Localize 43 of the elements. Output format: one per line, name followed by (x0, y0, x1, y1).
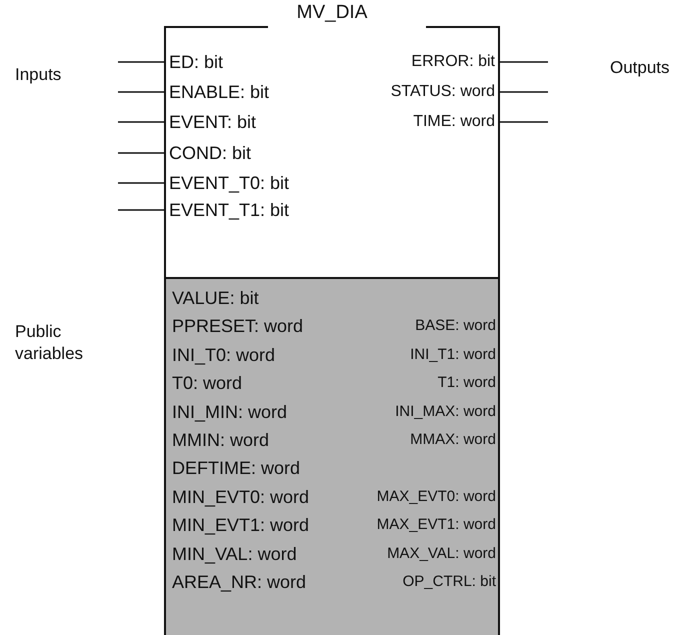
variable-label: MIN_EVT0: word (172, 486, 310, 508)
input-pin-label: ENABLE: bit (166, 81, 270, 103)
pin-line (118, 182, 164, 184)
pin-line (118, 209, 164, 211)
input-pin-label: EVENT_T0: bit (166, 172, 290, 194)
variable-label: INI_MIN: word (172, 400, 288, 423)
variable-label: MMIN: word (172, 429, 270, 451)
variable-label: OP_CTRL: bit (402, 572, 496, 592)
variable-label: INI_T1: word (410, 344, 496, 365)
side-label: Outputs (610, 57, 670, 79)
variable-label: AREA_NR: word (172, 571, 306, 593)
side-label: Public variables (15, 321, 84, 365)
variable-label: INI_MAX: word (395, 402, 496, 422)
input-pin-label: EVENT_T1: bit (166, 199, 290, 221)
variable-label: MMAX: word (410, 430, 496, 450)
pin-line (118, 61, 164, 63)
input-pin-label: ED: bit (166, 51, 224, 73)
pin-line (118, 152, 164, 154)
variable-label: MIN_EVT1: word (172, 514, 310, 536)
pin-line (500, 121, 548, 123)
pin-line (118, 121, 164, 123)
pin-line (118, 91, 164, 93)
variable-label: VALUE: bit (172, 287, 259, 309)
block-title: MV_DIA (296, 2, 368, 24)
variable-label: PPRESET: word (172, 315, 304, 338)
input-pin-label: EVENT: bit (166, 111, 256, 133)
variable-label: MIN_VAL: word (172, 542, 297, 565)
variable-label: MAX_EVT0: word (376, 486, 496, 507)
pin-line (500, 91, 548, 93)
output-pin-label: STATUS: word (390, 81, 498, 103)
output-pin-label: TIME: word (413, 111, 498, 133)
variable-label: T1: word (438, 373, 496, 394)
variable-label: BASE: word (415, 316, 496, 336)
variable-label: T0: word (172, 372, 242, 394)
output-pin-label: ERROR: bit (411, 51, 498, 73)
input-pin-label: COND: bit (166, 142, 252, 164)
public-variables-panel (166, 277, 498, 635)
variable-label: MAX_VAL: word (387, 544, 496, 564)
pin-line (500, 61, 548, 63)
variable-label: MAX_EVT1: word (376, 515, 496, 536)
side-label: Inputs (15, 64, 62, 86)
variable-label: DEFTIME: word (172, 457, 300, 480)
variable-label: INI_T0: word (172, 344, 276, 366)
